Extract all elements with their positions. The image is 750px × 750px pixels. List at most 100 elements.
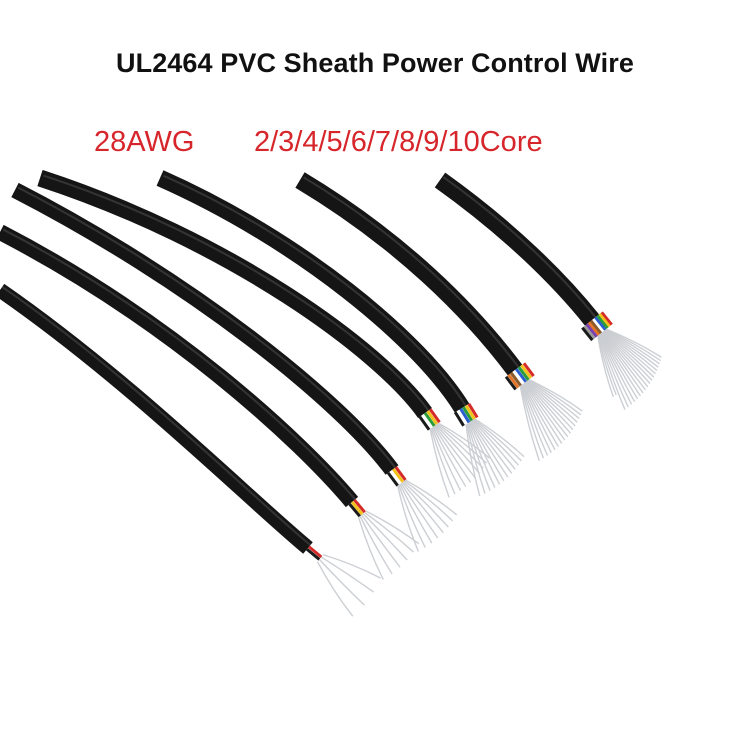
- bare-strand: [469, 421, 505, 482]
- core-insulation: [581, 326, 594, 342]
- cable-8-core: [295, 172, 583, 461]
- bare-strand: [524, 382, 569, 438]
- bare-strand: [431, 427, 462, 491]
- bare-strand: [434, 425, 476, 479]
- bare-strand: [526, 380, 578, 423]
- product-title: UL2464 PVC Sheath Power Control Wire: [116, 48, 634, 78]
- core-insulation: [507, 373, 520, 389]
- bare-strand: [473, 418, 522, 462]
- core-insulation: [598, 313, 611, 328]
- bare-strand: [522, 383, 560, 448]
- cable-6-core: [156, 170, 525, 497]
- bare-strand: [598, 334, 629, 408]
- sheath: [37, 170, 432, 418]
- cable-4-core: [11, 182, 458, 552]
- sheath: [295, 172, 523, 376]
- bare-strand: [360, 514, 401, 568]
- core-insulation: [348, 503, 361, 518]
- core-insulation: [308, 545, 323, 559]
- sheath-highlight: [442, 176, 597, 318]
- cable-photo: [0, 170, 750, 750]
- bare-strand: [466, 423, 486, 494]
- core-insulation: [585, 323, 598, 338]
- bare-strand: [398, 484, 426, 548]
- core-count-label: 2/3/4/5/6/7/8/9/10Core: [254, 126, 543, 158]
- bare-strand: [364, 511, 414, 553]
- bare-strand: [599, 333, 639, 400]
- bare-strand: [471, 419, 516, 470]
- bare-strand: [600, 332, 644, 394]
- core-insulation: [591, 318, 605, 333]
- core-insulation: [600, 311, 613, 326]
- bare-strand: [600, 333, 641, 397]
- bare-strand: [320, 556, 375, 593]
- sheath: [156, 170, 470, 413]
- sheath-highlight: [2, 228, 356, 501]
- core-insulation: [386, 471, 399, 487]
- sheath-highlight: [43, 174, 430, 412]
- bare-strand: [603, 330, 655, 378]
- bare-strand: [525, 381, 574, 431]
- core-insulation: [428, 408, 441, 424]
- bare-strand: [599, 333, 636, 403]
- core-insulation: [426, 410, 439, 426]
- wire-gauge-label: 28AWG: [94, 126, 195, 158]
- cable-5-core: [37, 170, 491, 498]
- core-insulation: [520, 364, 533, 379]
- sheath: [0, 283, 313, 554]
- core-insulation: [596, 314, 609, 330]
- core-insulation: [453, 411, 465, 427]
- bare-strand: [520, 385, 545, 459]
- bare-strand: [528, 378, 583, 412]
- bare-strand: [400, 482, 439, 539]
- core-insulation: [512, 370, 525, 385]
- sheath-highlight: [303, 176, 520, 368]
- core-insulation: [462, 406, 474, 422]
- sheath-highlight: [1, 286, 312, 546]
- sheath: [434, 172, 600, 326]
- core-insulation: [353, 498, 366, 514]
- bare-strand: [602, 331, 653, 381]
- bare-strand: [362, 513, 408, 561]
- bare-strand: [402, 481, 449, 528]
- bare-strand: [521, 384, 556, 451]
- cable-10-core: [434, 172, 662, 410]
- bare-strand: [405, 479, 458, 516]
- bare-strand: [605, 328, 661, 362]
- bare-strand: [521, 384, 552, 454]
- bare-strand: [603, 330, 656, 375]
- core-insulation: [517, 366, 530, 381]
- bare-strand: [528, 379, 582, 416]
- bare-strand: [429, 428, 450, 498]
- core-insulation: [522, 362, 535, 377]
- bare-strand: [399, 483, 433, 544]
- bare-strand: [432, 426, 467, 487]
- bare-strand: [397, 485, 419, 552]
- core-insulation: [515, 368, 528, 383]
- bare-strand: [430, 428, 456, 495]
- core-insulation: [467, 403, 479, 419]
- bare-strand: [318, 558, 365, 606]
- bare-strand: [316, 561, 354, 617]
- cable-3-core: [0, 224, 420, 580]
- sheath-highlight: [17, 186, 397, 469]
- bare-strand: [435, 424, 480, 474]
- bare-strand: [523, 382, 566, 441]
- core-insulation: [589, 319, 603, 335]
- core-insulation: [587, 321, 600, 337]
- core-insulation: [350, 501, 364, 516]
- bare-strand: [597, 334, 626, 410]
- bare-strand: [436, 423, 484, 469]
- bare-strand: [526, 380, 576, 427]
- core-insulation: [423, 412, 436, 427]
- bare-strand: [465, 424, 481, 497]
- cable-illustration: [0, 170, 662, 617]
- bare-strand: [605, 328, 662, 358]
- core-insulation: [306, 548, 321, 561]
- bare-strand: [401, 481, 444, 534]
- bare-strand: [597, 335, 615, 398]
- core-insulation: [583, 325, 596, 340]
- core-insulation: [594, 316, 607, 331]
- bare-strand: [523, 383, 563, 444]
- core-insulation: [394, 466, 407, 481]
